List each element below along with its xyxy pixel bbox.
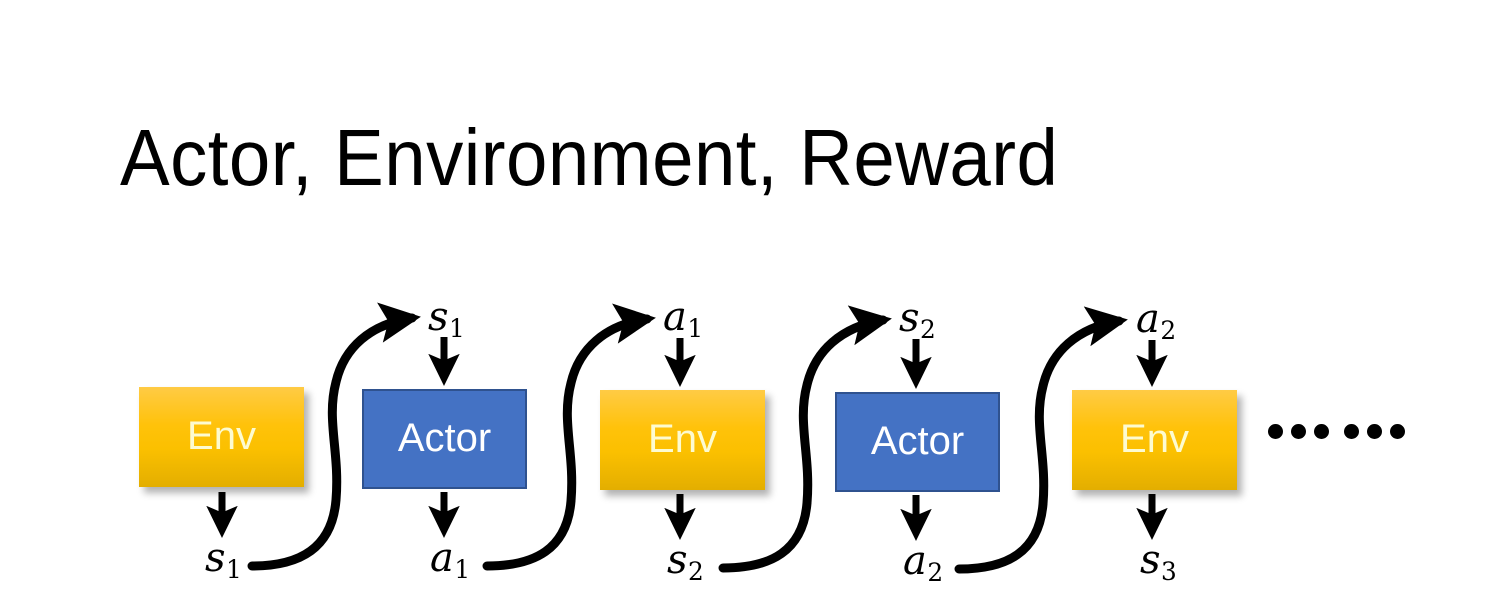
curve-s2-to-top-s2 [718,305,892,573]
s-curve-connectors [247,302,1128,574]
label-state-s1-bottom: s1 [205,535,242,582]
node-env-3[interactable]: Env [1072,390,1237,490]
ellipsis-dot [1367,424,1382,439]
ellipsis-dot [1390,424,1405,439]
node-actor-1-label: Actor [397,416,492,460]
ellipsis-dot [1268,424,1283,439]
node-env-1[interactable]: Env [139,387,304,487]
label-action-a2-top-sub: 2 [1160,316,1177,346]
label-action-a2-bottom-sub: 2 [927,558,944,588]
label-state-s1-top-base: s [428,294,449,340]
label-action-a1-bottom: a1 [430,535,470,582]
bottom-down-arrows [206,492,1168,542]
label-action-a1-top-sub: 1 [687,314,704,344]
page-title: Actor, Environment, Reward [120,113,1059,202]
label-action-a2-top-base: a [1136,296,1160,342]
label-state-s2-bottom-sub: 2 [688,557,704,587]
label-action-a1-top-base: a [663,294,687,340]
label-state-s3-bottom-base: s [1140,537,1161,583]
label-state-s3-bottom: s3 [1140,537,1177,584]
ellipsis-icon [1268,424,1405,439]
ellipsis-dot [1314,424,1329,439]
label-state-s1-bottom-base: s [205,535,226,581]
node-actor-2-label: Actor [870,419,965,463]
label-state-s1-top-sub: 1 [449,314,465,344]
label-action-a1-bottom-sub: 1 [454,555,471,585]
label-action-a1-bottom-base: a [430,535,454,581]
node-actor-1[interactable]: Actor [362,389,527,489]
node-env-3-label: Env [1120,417,1189,461]
ellipsis-dot [1291,424,1306,439]
label-action-a1-top: a1 [663,294,703,341]
node-env-2[interactable]: Env [600,390,765,490]
node-actor-2[interactable]: Actor [835,392,1000,492]
top-down-arrows [428,337,1168,390]
label-state-s3-bottom-sub: 3 [1161,557,1177,587]
label-state-s2-bottom: s2 [667,537,704,584]
node-env-2-label: Env [648,417,717,461]
label-state-s2-top: s2 [899,295,936,342]
curve-a2-to-top-a2 [954,306,1128,574]
label-state-s2-bottom-base: s [667,537,688,583]
node-env-1-label: Env [187,414,256,458]
label-state-s1-top: s1 [428,294,465,341]
label-action-a2-bottom: a2 [903,538,943,585]
curve-s1-to-top-s1 [247,302,421,571]
label-action-a2-top: a2 [1136,296,1176,343]
label-state-s2-top-sub: 2 [920,315,936,345]
label-action-a2-bottom-base: a [903,538,927,584]
label-state-s2-top-base: s [899,295,920,341]
label-state-s1-bottom-sub: 1 [226,555,242,585]
curve-a1-to-top-a1 [482,303,656,571]
ellipsis-dot [1344,424,1359,439]
